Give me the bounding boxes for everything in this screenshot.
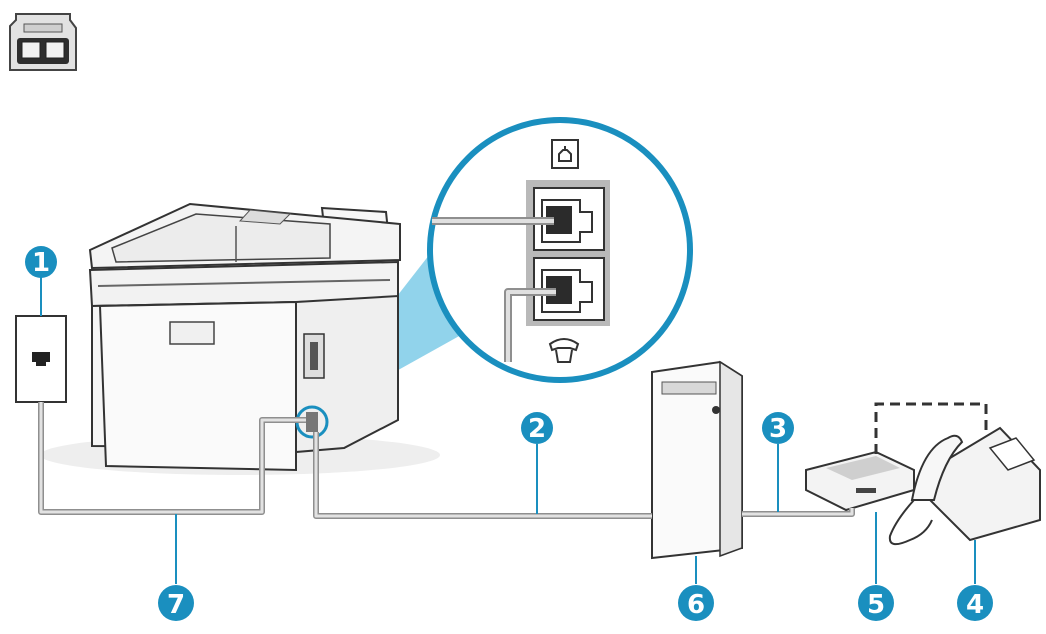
callout-5: 5 (858, 585, 894, 621)
parallel-splitter-icon (9, 13, 77, 71)
callout-1: 1 (25, 246, 57, 278)
svg-text:3: 3 (769, 414, 787, 444)
fax-line-port-icon (551, 139, 579, 169)
svg-text:2: 2 (528, 414, 546, 444)
answering-machine (805, 450, 915, 512)
cables (38, 402, 855, 519)
dashed-connection (874, 402, 988, 454)
svg-text:6: 6 (687, 590, 705, 620)
callout-2: 2 (521, 412, 553, 444)
callout-leaders (40, 276, 976, 584)
printer (88, 202, 401, 472)
svg-text:1: 1 (32, 248, 50, 278)
svg-text:5: 5 (867, 590, 885, 620)
wall-jack (15, 315, 67, 403)
callout-7: 7 (158, 585, 194, 621)
zoom-ring (427, 117, 693, 383)
callout-4: 4 (957, 585, 993, 621)
callout-3: 3 (762, 412, 794, 444)
computer-tower (651, 360, 743, 560)
telephone-handset-port-icon (548, 338, 580, 363)
svg-text:4: 4 (966, 590, 984, 620)
telephone (888, 426, 1041, 546)
callout-6: 6 (678, 585, 714, 621)
svg-text:7: 7 (167, 590, 185, 620)
